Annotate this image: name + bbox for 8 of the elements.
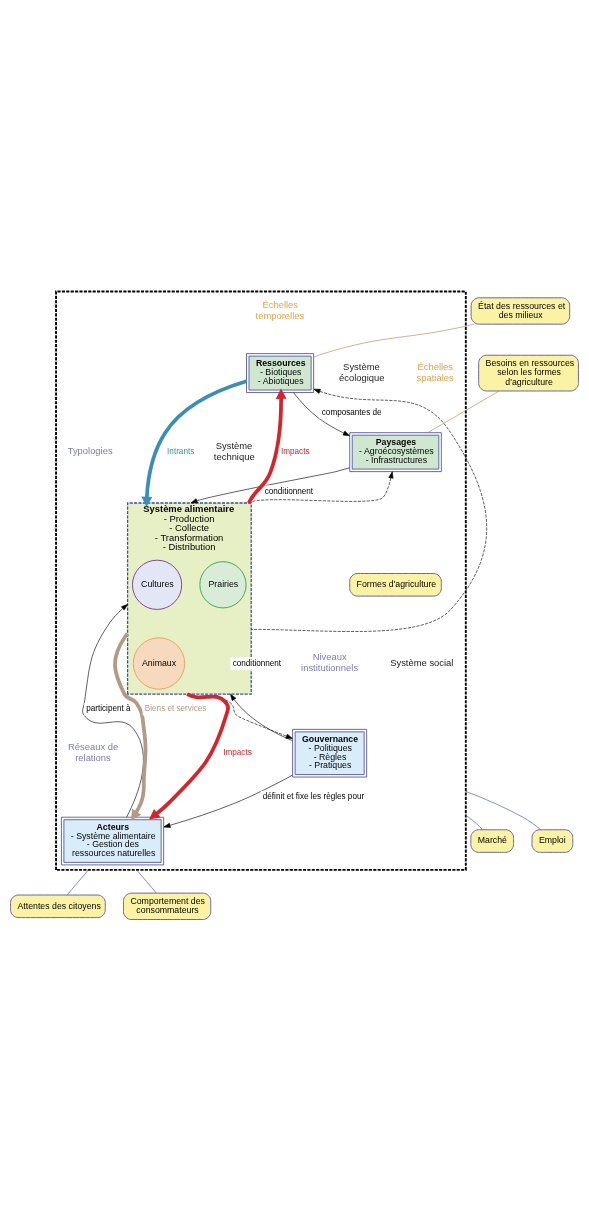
label: Niveaux institutionnels [301,650,359,673]
label: Système écologique [339,360,385,383]
label: Échelles temporelles [255,298,305,321]
label: Échelles spatiales [416,360,454,383]
label: Réseaux de relations [67,740,119,763]
label: Système technique [213,439,255,462]
label: Typologies [67,444,113,456]
label: Système social [390,656,454,668]
